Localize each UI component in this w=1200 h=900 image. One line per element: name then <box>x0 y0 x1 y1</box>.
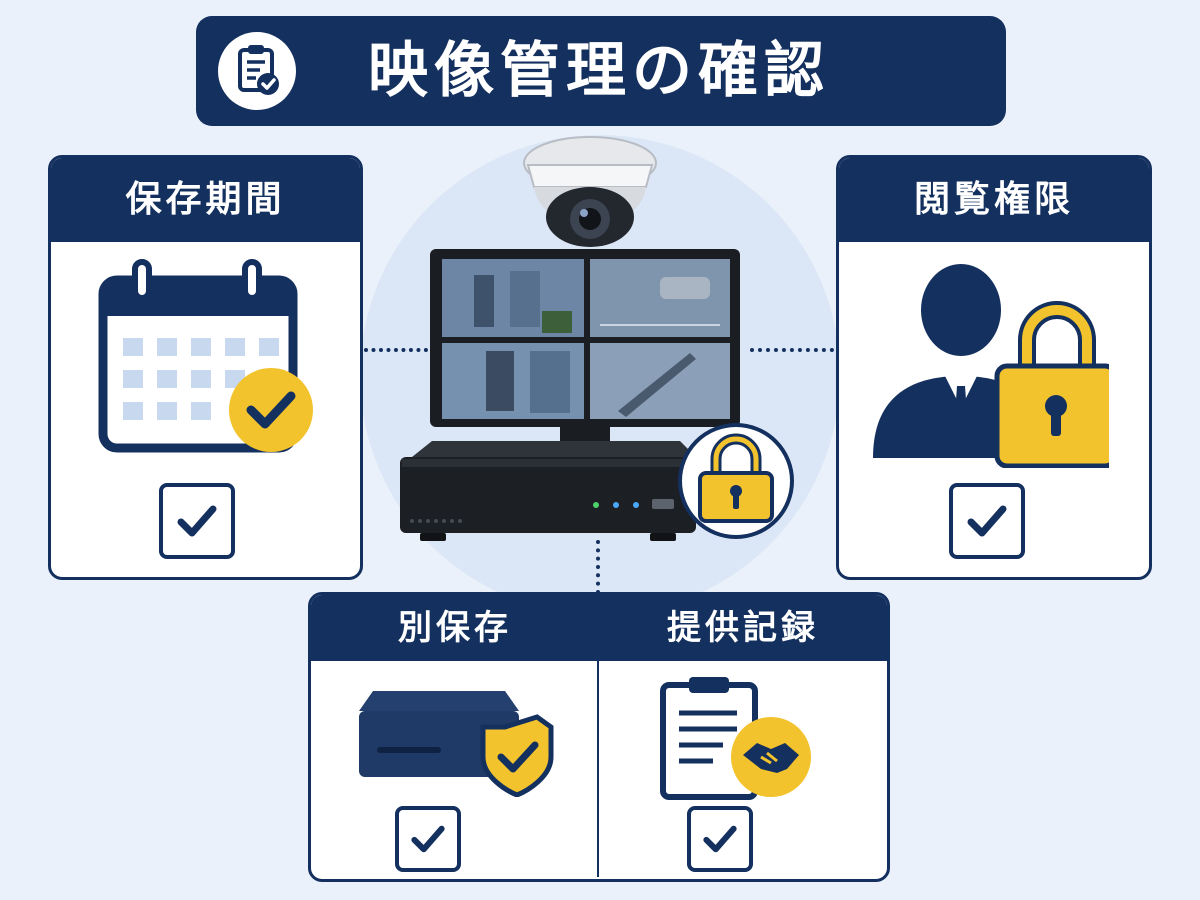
page-title: 映像管理の確認 <box>368 36 830 106</box>
lock-badge-icon <box>678 423 794 539</box>
check-icon <box>967 505 1007 537</box>
provision-checkbox[interactable] <box>687 806 753 872</box>
bottom-card-divider <box>597 615 599 877</box>
card-access-title: 閲覧権限 <box>839 158 1149 242</box>
card-retention-title: 保存期間 <box>51 158 360 242</box>
backup-checkbox[interactable] <box>395 806 461 872</box>
card-retention: 保存期間 <box>48 155 363 580</box>
clipboard-check-icon <box>238 45 279 95</box>
camera-monitor-recorder-icon <box>400 136 794 541</box>
card-access: 閲覧権限 <box>836 155 1152 580</box>
check-icon <box>703 825 737 853</box>
connector-left <box>364 348 428 352</box>
check-icon <box>411 825 445 853</box>
bottom-card-header-bar <box>311 595 887 661</box>
calendar-check-icon <box>98 259 313 453</box>
person-lock-icon <box>873 264 1109 468</box>
title-icon-badge <box>218 32 296 110</box>
access-checkbox[interactable] <box>949 483 1025 559</box>
card-backup-provision: 別保存 提供記録 <box>308 592 890 882</box>
dome-camera-icon <box>523 136 657 247</box>
storage-shield-icon <box>359 691 554 797</box>
connector-down <box>596 540 600 594</box>
retention-checkbox[interactable] <box>159 483 235 559</box>
check-icon <box>177 505 217 537</box>
recorder-icon <box>400 441 696 541</box>
monitor-icon <box>430 249 740 441</box>
card-backup-title: 別保存 <box>398 608 512 648</box>
connector-right <box>750 348 834 352</box>
title-banner: 映像管理の確認 <box>196 16 1006 126</box>
card-provision-title: 提供記録 <box>667 608 819 648</box>
clipboard-handshake-icon <box>660 677 811 800</box>
